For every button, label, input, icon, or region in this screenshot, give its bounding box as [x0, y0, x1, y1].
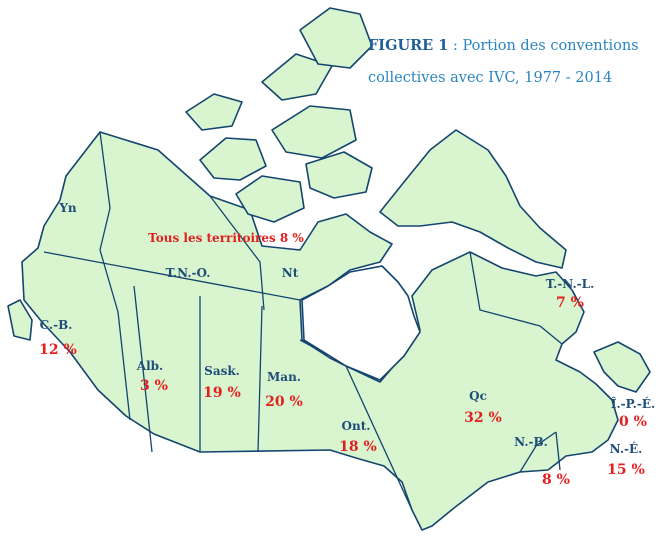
- value-sask: 19 %: [203, 385, 241, 401]
- value-ipe: 0 %: [619, 414, 647, 430]
- border-bc-alberta: [99, 249, 131, 421]
- mainland-shape: [21, 131, 619, 531]
- value-ont: 18 %: [339, 439, 377, 455]
- arctic-island-3: [271, 105, 357, 159]
- label-tno: T.N.-O.: [165, 266, 211, 280]
- value-nb: 8 %: [542, 472, 570, 488]
- value-qc: 32 %: [464, 410, 502, 426]
- territories-total: Tous les territoires 8 %: [148, 231, 304, 245]
- value-man: 20 %: [265, 394, 303, 410]
- arctic-island-1: [199, 137, 267, 181]
- vancouver-island-shape: [7, 299, 33, 341]
- value-ne: 15 %: [607, 462, 645, 478]
- label-nt: Nt: [281, 266, 299, 280]
- border-ontario-quebec: [345, 365, 413, 511]
- border-quebec-labrador: [469, 251, 563, 345]
- arctic-island-4: [305, 151, 373, 199]
- label-yn: Yn: [59, 201, 77, 215]
- border-nb-ns: [555, 431, 561, 471]
- label-nb: N.-B.: [514, 435, 548, 449]
- value-cb: 12 %: [39, 342, 77, 358]
- figure-caption: : Portion des conventions collectives av…: [368, 38, 639, 86]
- label-ne: N.-É.: [609, 442, 643, 456]
- label-ipe: Î.-P.-É.: [610, 397, 656, 411]
- label-man: Man.: [267, 370, 301, 384]
- border-quebec-nb: [519, 431, 557, 473]
- arctic-island-5: [261, 53, 333, 101]
- border-manitoba-ontario: [257, 305, 263, 453]
- label-tnl: T.-N.-L.: [545, 277, 595, 291]
- label-sask: Sask.: [204, 364, 240, 378]
- label-alb: Alb.: [136, 359, 164, 373]
- value-tnl: 7 %: [556, 295, 584, 311]
- arctic-island-2: [235, 175, 305, 223]
- baffin-island-shape: [379, 129, 567, 269]
- border-ontario-manitoba-north: [299, 339, 331, 357]
- arctic-island-6: [299, 7, 373, 69]
- hudson-bay-shape: [301, 265, 421, 381]
- figure-title: FIGURE 1 : Portion des conventions colle…: [368, 30, 658, 94]
- arctic-island-7: [185, 93, 243, 131]
- figure-number: FIGURE 1: [368, 37, 449, 54]
- border-yukon-nwt: [99, 131, 111, 251]
- newfoundland-shape: [593, 341, 651, 393]
- label-cb: C.-B.: [39, 318, 73, 332]
- label-ont: Ont.: [341, 419, 371, 433]
- value-alb: 3 %: [140, 378, 168, 394]
- border-alberta-sask: [133, 285, 153, 453]
- label-qc: Qc: [469, 389, 487, 403]
- border-60th-parallel: [43, 251, 301, 301]
- border-nwt-nunavut: [209, 195, 265, 311]
